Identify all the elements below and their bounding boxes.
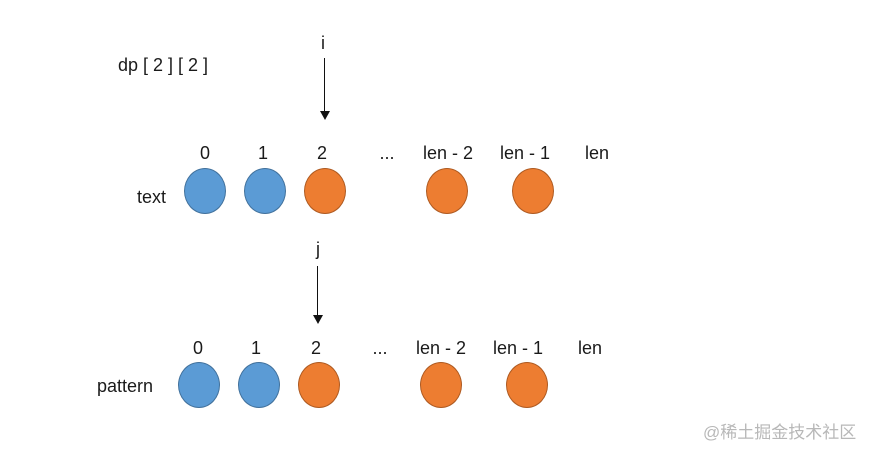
pattern-cell-1 xyxy=(238,362,280,408)
pattern-index-ellipsis: ... xyxy=(372,338,388,358)
text-cell-2 xyxy=(304,168,346,214)
text-cell-len-minus-1 xyxy=(512,168,554,214)
dp-label: dp [ 2 ] [ 2 ] xyxy=(118,55,209,75)
text-index-2: 2 xyxy=(316,143,328,163)
pattern-row-label: pattern xyxy=(97,376,154,396)
pointer-j-label: j xyxy=(316,239,320,259)
pattern-cell-len-minus-1 xyxy=(506,362,548,408)
pointer-i-arrow xyxy=(320,58,330,120)
pattern-index-len-minus-2: len - 2 xyxy=(415,338,467,358)
text-index-len-minus-1: len - 1 xyxy=(499,143,551,163)
pattern-index-0: 0 xyxy=(192,338,204,358)
text-index-0: 0 xyxy=(199,143,211,163)
pattern-index-2: 2 xyxy=(310,338,322,358)
text-row-label: text xyxy=(137,187,167,207)
pattern-cell-len-minus-2 xyxy=(420,362,462,408)
pattern-index-1: 1 xyxy=(250,338,262,358)
watermark: @稀土掘金技术社区 xyxy=(703,423,857,442)
text-cell-1 xyxy=(244,168,286,214)
text-index-1: 1 xyxy=(257,143,269,163)
text-cell-0 xyxy=(184,168,226,214)
text-index-len: len xyxy=(584,143,610,163)
pattern-index-len-minus-1: len - 1 xyxy=(492,338,544,358)
pattern-cell-0 xyxy=(178,362,220,408)
pointer-j-arrow xyxy=(313,266,323,324)
pattern-cell-2 xyxy=(298,362,340,408)
text-index-len-minus-2: len - 2 xyxy=(422,143,474,163)
pointer-i-label: i xyxy=(321,33,325,53)
text-index-ellipsis: ... xyxy=(379,143,395,163)
pattern-index-len: len xyxy=(577,338,603,358)
text-cell-len-minus-2 xyxy=(426,168,468,214)
